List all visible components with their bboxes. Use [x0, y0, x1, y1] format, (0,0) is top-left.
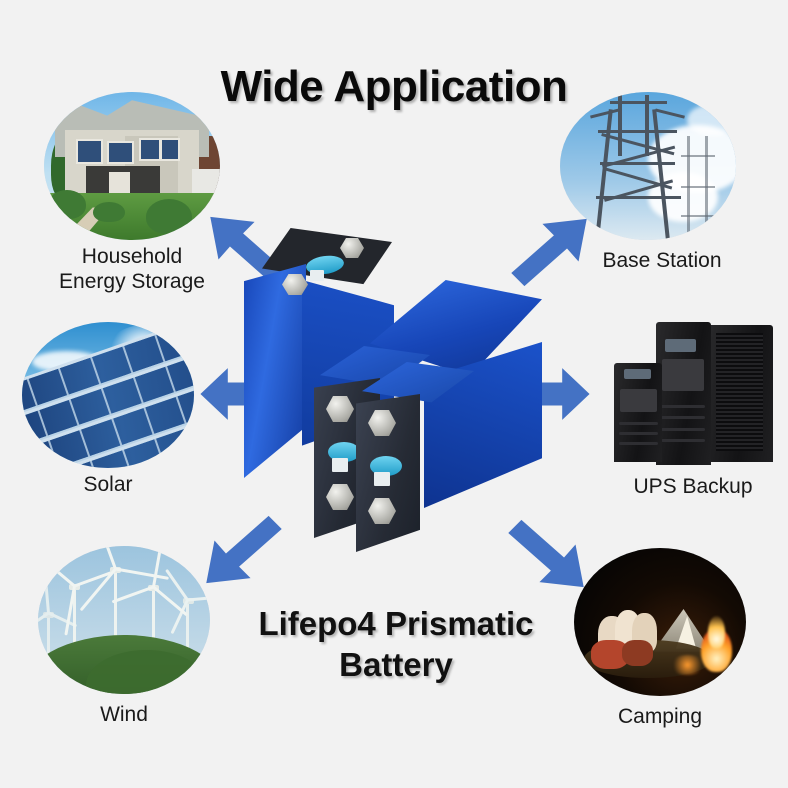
arrow-right	[516, 358, 594, 430]
application-image-ups-backup[interactable]	[604, 322, 776, 468]
page-title: Wide Application	[220, 62, 568, 111]
application-image-solar[interactable]	[22, 322, 194, 468]
application-image-camping[interactable]	[574, 548, 746, 696]
application-label-household-energy-storage: Household Energy Storage	[59, 245, 205, 294]
suburban-house-photo	[44, 92, 220, 240]
application-label-camping: Camping	[617, 705, 703, 728]
arrow-left	[196, 358, 274, 430]
application-image-base-station[interactable]	[560, 92, 736, 240]
application-image-household-energy-storage[interactable]	[44, 92, 220, 240]
arrow-down-right	[504, 510, 588, 592]
application-label-base-station: Base Station	[602, 249, 722, 272]
product-title: Lifepo4 Prismatic Battery	[258, 605, 534, 683]
solar-panels-photo	[22, 322, 194, 468]
campfire-tent-photo	[574, 548, 746, 696]
battery-cell-front-b	[356, 362, 474, 552]
application-label-solar: Solar	[83, 473, 133, 496]
application-label-ups-backup: UPS Backup	[633, 475, 753, 498]
power-transmission-tower-photo	[560, 92, 736, 240]
application-label-wind: Wind	[100, 703, 148, 726]
product-image-lifepo4-prismatic-battery[interactable]	[242, 228, 542, 552]
arrow-down-left	[202, 506, 286, 588]
wind-turbines-photo	[38, 546, 210, 694]
application-image-wind[interactable]	[38, 546, 210, 694]
arrow-up-right	[508, 214, 590, 296]
